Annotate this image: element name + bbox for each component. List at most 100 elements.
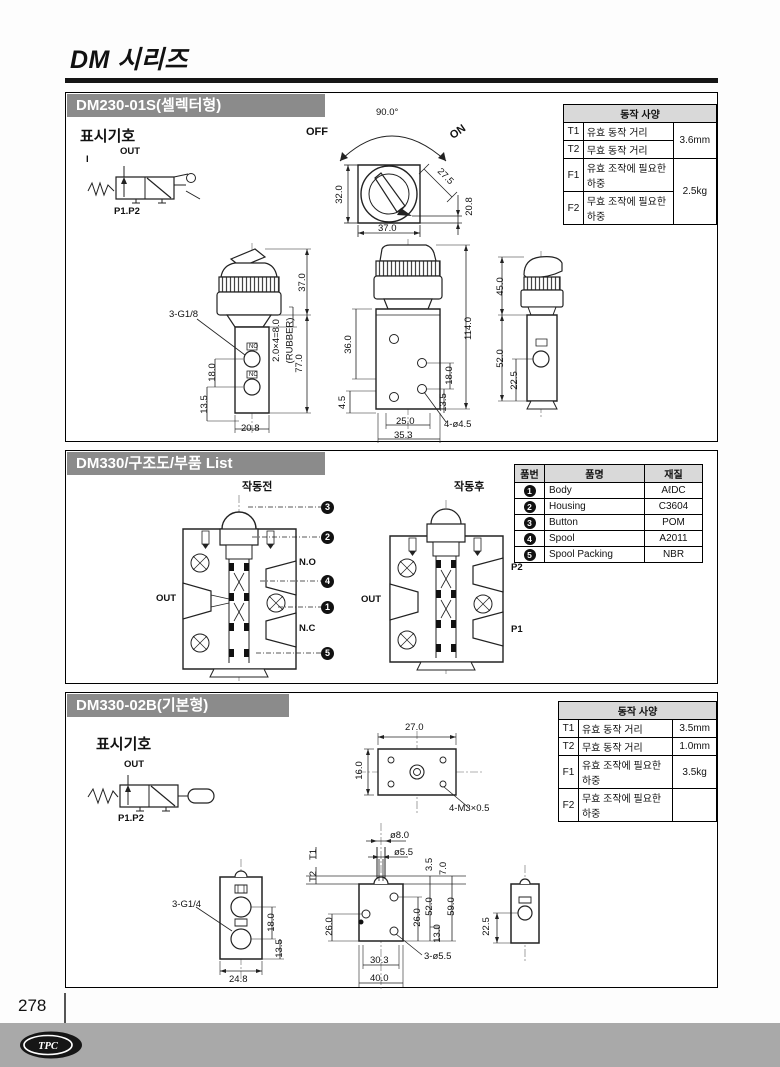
title-rule (65, 78, 718, 83)
part-number-badge: 4 (523, 532, 536, 545)
dim-cap-h: 37.0 (296, 273, 308, 292)
parts-header-name: 품명 (544, 464, 645, 483)
top-view-art (328, 701, 503, 821)
dim-rear-45: 45.0 (494, 277, 506, 296)
dim-total-h: 77.0 (293, 354, 305, 373)
dim-side-base: 4.5 (337, 395, 349, 410)
cross-section-before-art (156, 491, 371, 683)
pneumatic-symbol-3-art (84, 765, 234, 825)
cross-section-after: OUT P2 P1 (361, 496, 556, 676)
dim-t2: T2 (308, 870, 320, 883)
dim-r52: 52.0 (423, 897, 435, 916)
spec3-value: 3.5kg (672, 755, 717, 789)
dim-bl-w: 24.8 (229, 974, 248, 985)
dim-br-225: 22.5 (480, 917, 492, 936)
footer-band: TPC (0, 1023, 780, 1067)
port-nc-label: NC (249, 372, 258, 378)
callout-dot: 3 (321, 501, 334, 514)
knob-angle: 90.0° (376, 107, 399, 118)
dim-total-114: 114.0 (463, 316, 475, 341)
cross-section-before: OUT N.O N.C 3 2 4 1 5 (156, 491, 371, 683)
dim-side-gap: 18.0 (443, 366, 455, 385)
before-no-label: N.O (299, 557, 316, 568)
dim-side-upper: 36.0 (342, 335, 354, 354)
spec-table-3: 동작 사양 T1 유효 동작 거리 3.5mm T2 무효 동작 거리 1.0m… (558, 701, 717, 822)
parts-row: 3 Button POM (514, 514, 703, 531)
callout-dot: 4 (321, 575, 334, 588)
after-p2-label: P2 (511, 562, 523, 573)
part-material: C3604 (644, 498, 703, 515)
tpc-logo: TPC (20, 1031, 82, 1059)
knob-drawing: 90.0° OFF ON 32.0 37.0 27.5 20.8 (298, 103, 488, 241)
dim-thread-g18: 3-G1/8 (169, 309, 199, 320)
symbol1-out-label: OUT (120, 146, 141, 157)
parts-table: 품번 품명 재질 1 Body AℓDC 2 Housing C3604 3 B… (514, 464, 703, 563)
parts-header-no: 품번 (514, 464, 545, 483)
spec3-label: 무효 동작 거리 (577, 737, 674, 756)
spec-table-1: 동작 사양 T1 유효 동작 거리 3.6mm T2 무효 동작 거리 F1 유… (563, 104, 718, 225)
spec1-key: F1 (563, 158, 584, 192)
knob-dim-h: 32.0 (333, 185, 345, 204)
part-name: Body (544, 482, 645, 499)
part-material: NBR (644, 546, 703, 563)
spec1-value-f: 2.5kg (672, 158, 718, 225)
page-number-divider (64, 993, 66, 1023)
spec3-label: 유효 동작 거리 (577, 719, 674, 738)
before-operation-label: 작동전 (242, 481, 273, 493)
spec1-key: T1 (563, 122, 584, 141)
dim-bl-off: 13.5 (273, 939, 285, 958)
valve-front-art (169, 243, 339, 438)
dim-top-w: 27.0 (405, 722, 424, 733)
dim-rubber1: 2.0×4=8.0 (270, 319, 282, 362)
part-name: Spool Packing (544, 546, 645, 563)
part-material: POM (644, 514, 703, 531)
before-nc-label: N.C (299, 623, 316, 634)
page-title: DM 시리즈 (70, 46, 188, 74)
dim-w400: 40.0 (370, 973, 389, 984)
part-material: AℓDC (644, 482, 703, 499)
part-name: Button (544, 514, 645, 531)
parts-row: 4 Spool A2011 (514, 530, 703, 547)
valve-side-art (338, 239, 493, 444)
dim-left26: 26.0 (323, 917, 335, 936)
bottom-right-view: 22.5 (481, 853, 596, 973)
section-dm330-02b: DM330-02B(기본형) 표시기호 OUT P1.P2 (65, 692, 718, 988)
parts-row: 5 Spool Packing NBR (514, 546, 703, 563)
callout-dot: 2 (321, 531, 334, 544)
part-number-badge: 5 (523, 548, 536, 561)
part-material: A2011 (644, 530, 703, 547)
dim-side-holes: 4-ø4.5 (444, 419, 472, 430)
spec3-label: 유효 조작에 필요한 하중 (577, 755, 674, 789)
pneumatic-symbol-3: OUT P1.P2 (84, 759, 234, 825)
dim-r59: 59.0 (445, 897, 457, 916)
after-operation-label: 작동후 (454, 481, 485, 493)
dim-bl-gap: 18.0 (265, 913, 277, 932)
spec1-label: 무효 동작 거리 (582, 140, 674, 159)
dim-h35: 3.5 (424, 857, 436, 872)
spec1-label: 유효 동작 거리 (582, 122, 674, 141)
dim-rear-225: 22.5 (508, 371, 520, 390)
part-number-badge: 3 (523, 516, 536, 529)
pneumatic-symbol-1-art (84, 151, 244, 221)
spec3-value: 1.0mm (672, 737, 717, 756)
spec1-key: F2 (563, 191, 584, 225)
spec1-value-t: 3.6mm (672, 122, 718, 159)
dim-r26: 26.0 (411, 908, 423, 927)
part-name: Housing (544, 498, 645, 515)
section3-header: DM330-02B(기본형) (67, 694, 289, 717)
knob-dim-w: 37.0 (378, 223, 397, 234)
spec3-title: 동작 사양 (558, 701, 717, 720)
after-out-label: OUT (361, 594, 382, 605)
bottom-left-view: 3-G1/4 18.0 13.5 24.8 (172, 855, 317, 985)
parts-row: 1 Body AℓDC (514, 482, 703, 499)
bottom-middle-view: ø8.0 ø5.5 T1 T2 26.0 26.0 3.5 52.0 13.0 … (306, 819, 491, 997)
knob-dim-side: 20.8 (463, 197, 475, 216)
dim-rear-52: 52.0 (494, 349, 506, 368)
section1-header: DM230-01S(셀렉터형) (67, 94, 325, 117)
page-number: 278 (18, 996, 47, 1015)
dim-3-d55: 3-ø5.5 (424, 951, 452, 962)
callout-dot: 1 (321, 601, 334, 614)
section2-header: DM330/구조도/부품 List (67, 452, 325, 475)
part-name: Spool (544, 530, 645, 547)
